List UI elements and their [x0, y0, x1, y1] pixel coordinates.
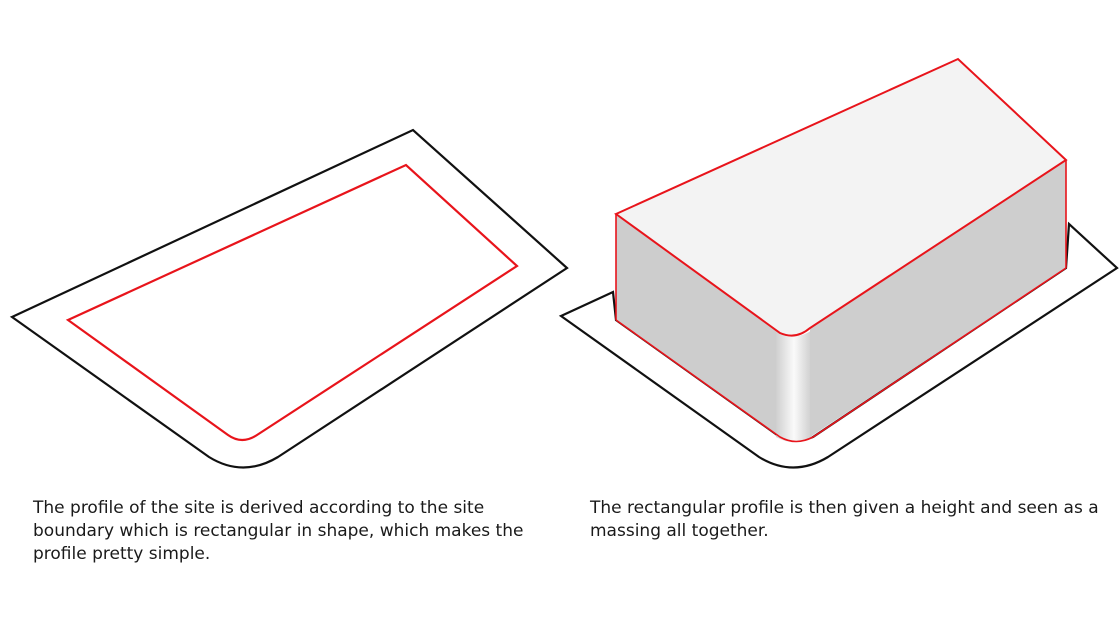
site-boundary-outline	[9, 128, 569, 469]
site-profile-outline	[65, 163, 519, 442]
site-profile-caption: The profile of the site is derived accor…	[33, 498, 524, 564]
massing-bottom-profile	[615, 267, 1067, 443]
massing-roof	[614, 57, 1068, 337]
massing-corner-highlight	[776, 330, 812, 443]
massing-left-wall	[616, 214, 780, 437]
massing-volume	[558, 57, 1119, 469]
site-profile-plan	[9, 128, 569, 469]
massing-right-wall	[810, 160, 1066, 437]
massing-caption: The rectangular profile is then given a …	[590, 498, 1099, 541]
